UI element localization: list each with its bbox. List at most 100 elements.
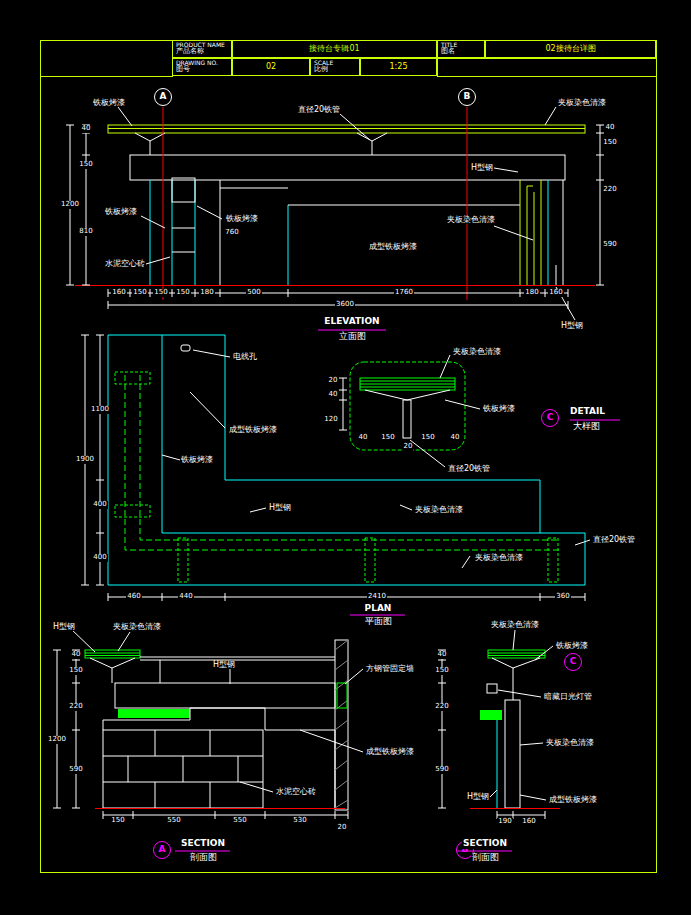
dimension-text: 460 xyxy=(126,593,141,601)
title-block-cell: 接待台专辑01 xyxy=(232,40,437,58)
dimension-text: 2410 xyxy=(367,593,387,601)
annotation-label: 直径20铁管 xyxy=(447,465,491,474)
annotation-label: 夹板染色清漆 xyxy=(446,216,496,225)
field-name: 图名 xyxy=(441,48,455,55)
dimension-text: 40 xyxy=(358,434,369,442)
title-block-cell: SCALE比例 xyxy=(310,58,360,76)
dimension-text: 440 xyxy=(178,593,193,601)
dimension-text: 1100 xyxy=(90,406,110,414)
dimension-text: 40 xyxy=(328,391,339,399)
annotation-label: H型钢 xyxy=(560,322,584,331)
annotation-label: H型钢 xyxy=(52,623,76,632)
section-marker-circle: C xyxy=(541,409,559,427)
annotation-label: PLAN xyxy=(364,604,393,614)
section-marker-circle: B xyxy=(458,88,476,106)
title-block-cell: TITLE图名 xyxy=(437,40,485,58)
dimension-text: 550 xyxy=(232,817,247,825)
dimension-text: 1760 xyxy=(394,289,414,297)
field-name: 产品名称 xyxy=(176,48,204,55)
field-value: 接待台专辑01 xyxy=(309,45,359,53)
dimension-text: 360 xyxy=(555,593,570,601)
dimension-text: 590 xyxy=(602,241,617,249)
field-value: 1:25 xyxy=(390,63,408,71)
dimension-text: 150 xyxy=(78,161,93,169)
annotation-label: 铁板烤漆 xyxy=(180,456,214,465)
dimension-text: 160 xyxy=(111,289,126,297)
annotation-label: 铁板烤漆 xyxy=(225,215,259,224)
field-value: 02接待台详图 xyxy=(545,45,595,53)
marker-letter: A xyxy=(160,92,167,101)
annotation-label: 剖面图 xyxy=(189,853,218,863)
annotation-label: SECTION xyxy=(180,839,226,849)
annotation-label: H型钢 xyxy=(268,504,292,513)
dimension-text: 160 xyxy=(521,818,536,826)
dimension-text: 400 xyxy=(92,501,107,509)
annotation-label: SECTION xyxy=(462,839,508,849)
dimension-text: 190 xyxy=(497,818,512,826)
title-block-cell: PRODUCT NAME产品名称 xyxy=(172,40,232,58)
dimension-text: 150 xyxy=(380,434,395,442)
dimension-text: 20 xyxy=(403,443,414,451)
marker-letter: A xyxy=(159,845,166,854)
dimension-text: 220 xyxy=(68,703,83,711)
annotation-label: 铁板烤漆 xyxy=(555,642,589,651)
section-marker-circle: A xyxy=(154,88,172,106)
dimension-text: 40 xyxy=(71,651,82,659)
dimension-text: 150 xyxy=(68,667,83,675)
dimension-text: 1200 xyxy=(47,736,67,744)
annotation-label: 水泥空心砖 xyxy=(104,260,146,269)
dimension-text: 220 xyxy=(434,703,449,711)
annotation-label: H型钢 xyxy=(466,793,490,802)
annotation-label: 立面图 xyxy=(338,332,367,342)
dimension-text: 40 xyxy=(605,124,616,132)
annotation-label: 水泥空心砖 xyxy=(275,788,317,797)
dimension-text: 1900 xyxy=(75,456,95,464)
dimension-text: 590 xyxy=(434,766,449,774)
annotation-label: 成型铁板烤漆 xyxy=(548,796,598,805)
dimension-text: 150 xyxy=(110,817,125,825)
annotation-label: 成型铁板烤漆 xyxy=(228,426,278,435)
dimension-text: 500 xyxy=(246,289,261,297)
dimension-text: 40 xyxy=(450,434,461,442)
annotation-label: 夹板染色清漆 xyxy=(557,99,607,108)
dimension-text: 40 xyxy=(81,125,92,133)
annotation-label: 电线孔 xyxy=(232,353,258,362)
annotation-label: 方钢管固定墙 xyxy=(365,665,415,674)
dimension-text: 180 xyxy=(199,289,214,297)
annotation-label: H型钢 xyxy=(212,661,236,670)
title-block-cell: DRAWING NO.图号 xyxy=(172,58,232,76)
annotation-label: 铁板烤漆 xyxy=(104,208,138,217)
dimension-text: 180 xyxy=(524,289,539,297)
dimension-text: 550 xyxy=(166,817,181,825)
dimension-text: 530 xyxy=(292,817,307,825)
marker-letter: C xyxy=(547,413,554,422)
dimension-text: 590 xyxy=(68,766,83,774)
dimension-text: 1200 xyxy=(60,201,80,209)
section-marker-circle: C xyxy=(564,653,582,671)
annotation-label: 成型铁板烤漆 xyxy=(368,243,418,252)
annotation-label: 铁板烤漆 xyxy=(482,405,516,414)
dimension-text: 40 xyxy=(437,651,448,659)
annotation-label: 夹板染色清漆 xyxy=(474,554,524,563)
annotation-label: 夹板染色清漆 xyxy=(545,739,595,748)
annotation-label: 夹板染色清漆 xyxy=(452,348,502,357)
dimension-text: 150 xyxy=(175,289,190,297)
annotation-label: 剖面图 xyxy=(471,853,500,863)
dimension-text: 400 xyxy=(92,554,107,562)
dimension-text: 150 xyxy=(153,289,168,297)
annotation-label: 暗藏日光灯管 xyxy=(543,693,593,702)
dimension-text: 150 xyxy=(420,434,435,442)
annotation-label: 夹板染色清漆 xyxy=(414,506,464,515)
dimension-text: 20 xyxy=(337,824,348,832)
annotation-label: 成型铁板烤漆 xyxy=(365,748,415,757)
dimension-text: 160 xyxy=(548,289,563,297)
dimension-text: 810 xyxy=(78,228,93,236)
dimension-text: 150 xyxy=(602,139,617,147)
field-name: 图号 xyxy=(176,66,190,73)
annotation-label: DETAIL xyxy=(569,407,606,417)
title-block-cell: 1:25 xyxy=(360,58,437,76)
dimension-text: 3600 xyxy=(335,301,355,309)
annotation-label: ELEVATION xyxy=(323,317,380,327)
annotation-label: 夹板染色清漆 xyxy=(112,623,162,632)
